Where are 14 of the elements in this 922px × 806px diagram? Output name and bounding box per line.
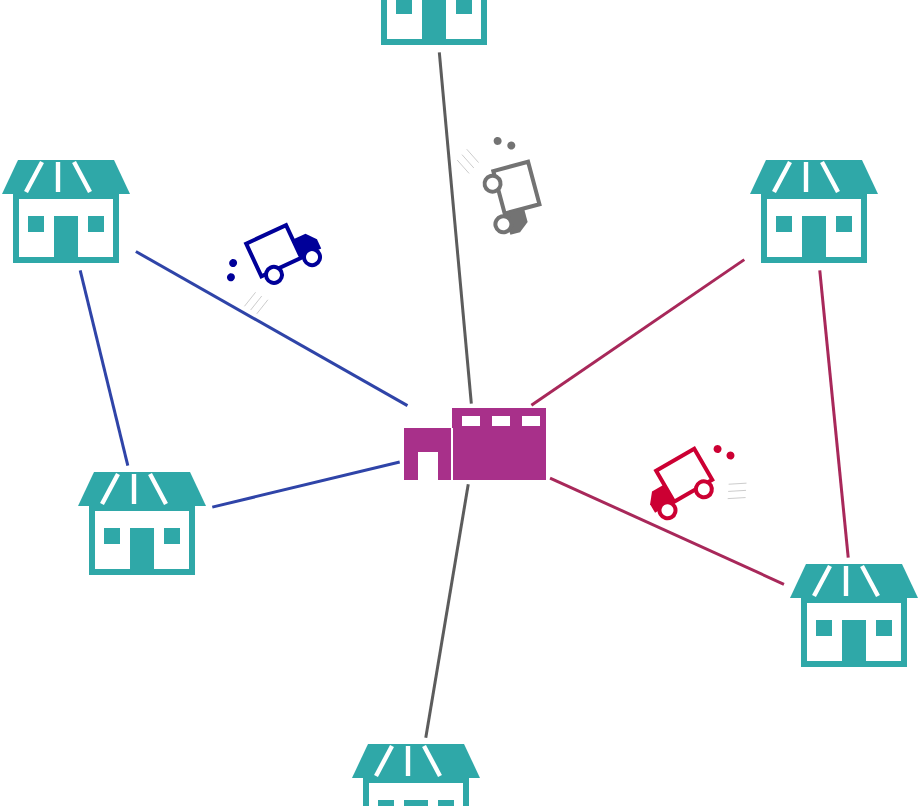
connector-line xyxy=(135,250,409,407)
shop-drawing xyxy=(352,744,480,806)
connector-line xyxy=(424,484,470,738)
shop-drawing xyxy=(381,0,487,45)
connector-line xyxy=(818,270,850,558)
connector-line xyxy=(549,476,785,586)
connector-line xyxy=(530,258,746,407)
connector-line xyxy=(211,460,401,509)
shop-drawing xyxy=(790,564,918,667)
shop-drawing xyxy=(750,160,878,263)
connector-line xyxy=(78,269,130,467)
factory-drawing xyxy=(404,408,546,481)
shop-drawing xyxy=(78,472,206,575)
shop-drawing xyxy=(2,160,130,263)
